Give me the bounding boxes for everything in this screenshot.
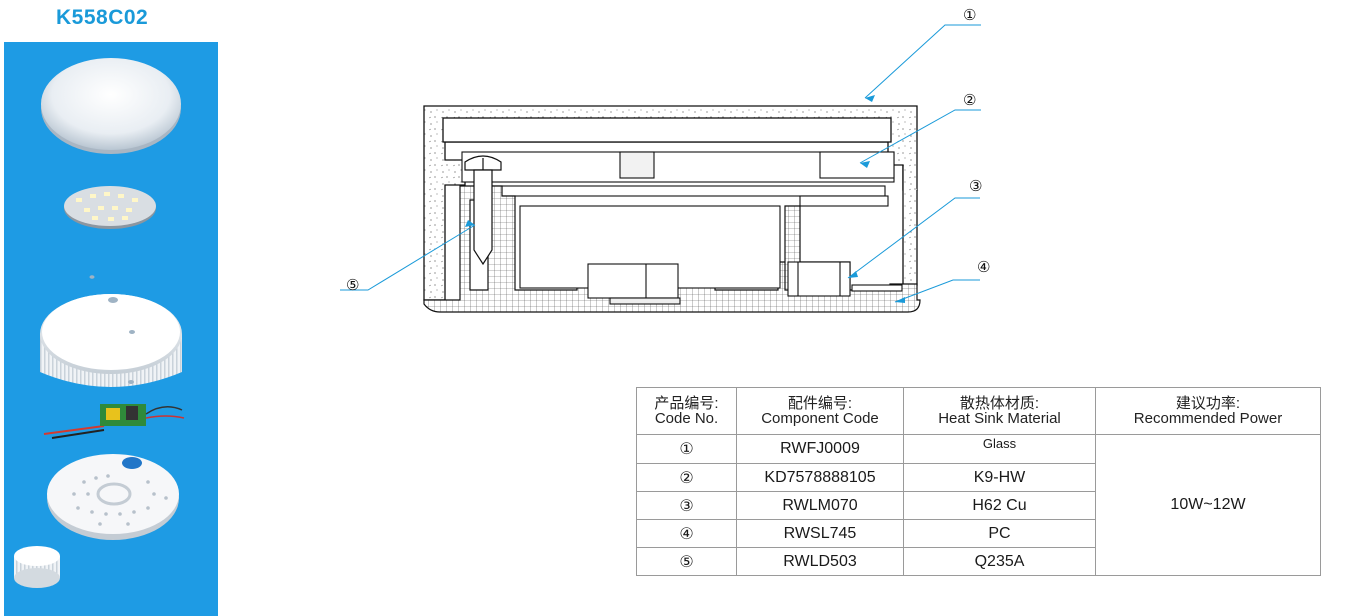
lens-section	[461, 151, 895, 207]
material: K9-HW	[903, 463, 1096, 492]
leader-line-2	[859, 109, 981, 164]
screw-section	[464, 155, 502, 266]
driver-cavity	[519, 205, 781, 305]
callout-5: ⑤	[346, 276, 359, 294]
header-recommended-power: 建议功率: Recommended Power	[1095, 387, 1321, 435]
cross-section-drawing: ① ② ③ ④ ⑤	[340, 6, 990, 313]
callout-1: ①	[963, 6, 976, 24]
row-number: ②	[636, 463, 737, 492]
driver-board-part	[43, 404, 185, 439]
material: Q235A	[903, 547, 1096, 576]
component-code: RWFJ0009	[736, 434, 904, 464]
component-code: KD7578888105	[736, 463, 904, 492]
material: H62 Cu	[903, 491, 1096, 520]
component-code: RWLM070	[736, 491, 904, 520]
table-row: ⑤ RWLD503 Q235A	[636, 547, 1321, 576]
leader-line-3	[847, 197, 980, 279]
table-row: ② KD7578888105 K9-HW	[636, 463, 1321, 492]
model-title: K558C02	[56, 6, 149, 29]
outer-housing-section	[423, 105, 918, 301]
row-number: ①	[636, 434, 737, 464]
leader-line-4	[894, 279, 980, 303]
material: PC	[903, 519, 1096, 548]
leader-line-5	[340, 224, 476, 291]
header-code-no: 产品编号: Code No.	[636, 387, 737, 435]
table-row: ④ RWSL745 PC	[636, 519, 1321, 548]
callout-4: ④	[977, 258, 990, 276]
row-number: ④	[636, 519, 737, 548]
row-number: ⑤	[636, 547, 737, 576]
callout-3: ③	[969, 177, 982, 195]
callout-2: ②	[963, 91, 976, 109]
row-number: ③	[636, 491, 737, 520]
recommended-power: 10W~12W	[1095, 434, 1321, 576]
leader-arrows	[465, 95, 905, 303]
nut-section	[787, 261, 903, 297]
header-heat-sink-material: 散热体材质: Heat Sink Material	[903, 387, 1096, 435]
exploded-view-panel	[4, 42, 218, 616]
header-component-code: 配件编号: Component Code	[736, 387, 904, 435]
table-row: ① RWFJ0009 Glass 10W~12W	[636, 434, 1321, 576]
small-cap-part	[14, 546, 60, 588]
leader-lines	[340, 24, 981, 303]
exploded-parts-illustration	[14, 58, 185, 588]
led-board-part	[64, 186, 156, 229]
component-code: RWSL745	[736, 519, 904, 548]
parts-spec-table: 产品编号: Code No. 配件编号: Component Code 散热体材…	[636, 387, 1321, 576]
table-header-row: 产品编号: Code No. 配件编号: Component Code 散热体材…	[636, 387, 1321, 435]
diffuser-lens-part	[41, 58, 181, 154]
component-code: RWLD503	[736, 547, 904, 576]
base-plate-part	[47, 454, 179, 540]
material: Glass	[903, 434, 1096, 464]
housing-part	[40, 275, 182, 387]
leader-line-1	[864, 24, 981, 99]
